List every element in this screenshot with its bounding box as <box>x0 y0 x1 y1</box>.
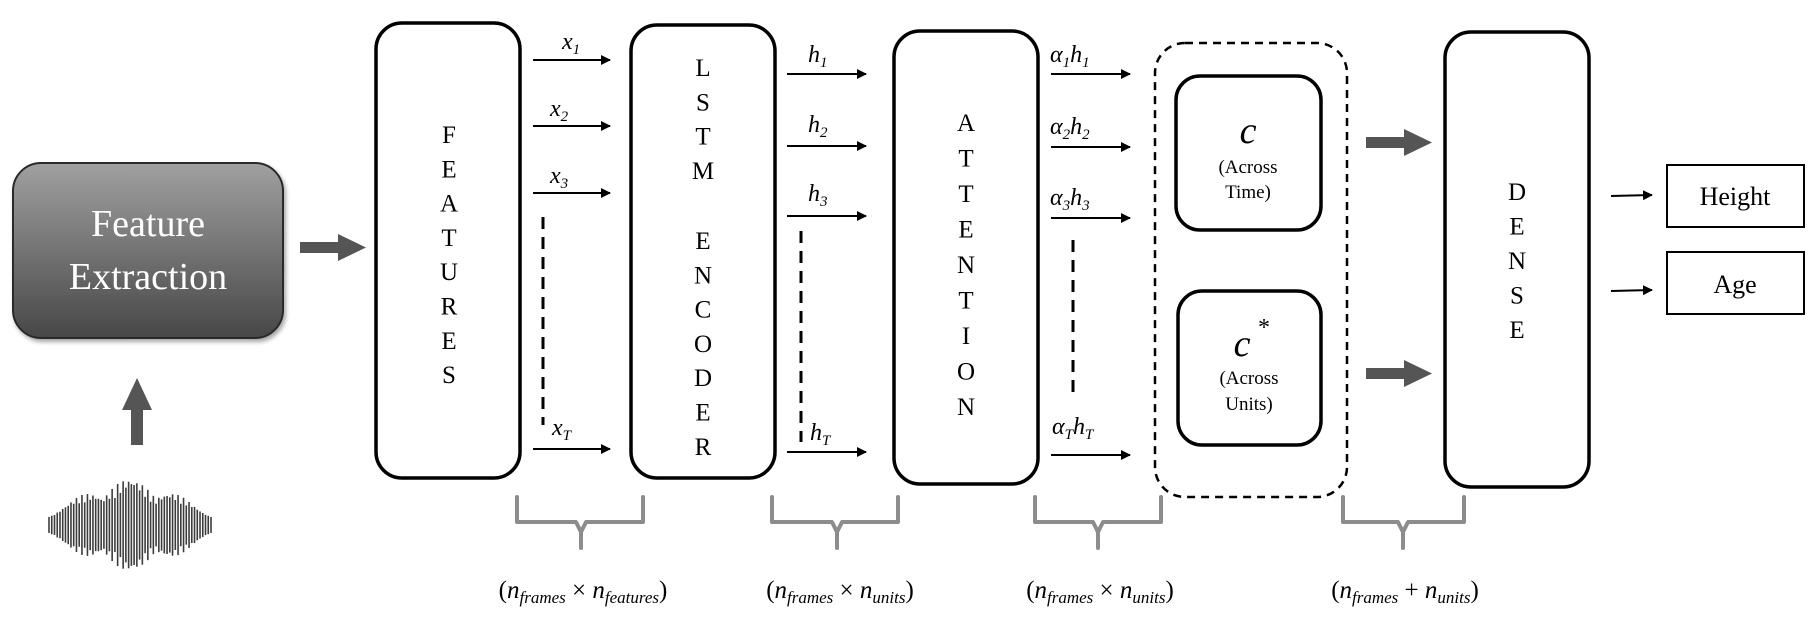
dimension-label-encoder: (nframes × nunits) <box>766 577 914 607</box>
features-letter: U <box>440 259 458 286</box>
feature-extraction-block: Feature Extraction <box>12 162 284 339</box>
output-age-box: Age <box>1666 251 1805 315</box>
dense-letter: S <box>1510 283 1524 310</box>
lstm-letter: T <box>695 124 710 151</box>
input-label-x1: x1 <box>561 29 580 58</box>
encoder-letter: E <box>695 228 710 255</box>
context-units-superscript: * <box>1258 315 1270 341</box>
feature-extraction-label-line1: Feature <box>91 203 205 245</box>
encoder-letter: C <box>695 297 712 324</box>
thick-arrow-cstar-to-dense <box>1366 360 1432 387</box>
context-units-symbol: c <box>1234 323 1251 365</box>
attention-letter: N <box>957 394 975 421</box>
thick-arrow-waveform-up <box>122 378 152 445</box>
encoder-letter: O <box>694 331 712 358</box>
input-label-x2: x2 <box>549 96 569 125</box>
attention-letter: T <box>958 288 973 315</box>
brace-4 <box>1341 495 1466 534</box>
encoder-letter: D <box>694 365 712 392</box>
output-height-label: Height <box>1700 182 1772 211</box>
weighted-label-1: α1h1 <box>1050 42 1090 71</box>
output-height-box: Height <box>1666 164 1805 228</box>
weighted-label-2: α2h2 <box>1050 114 1090 143</box>
dense-letter: D <box>1508 179 1526 206</box>
feature-extraction-label-line2: Extraction <box>69 256 227 298</box>
dense-box <box>1443 30 1591 489</box>
weighted-label-3: α3h3 <box>1050 185 1090 214</box>
output-arrow-age <box>1610 285 1653 296</box>
output-age-label: Age <box>1713 270 1756 299</box>
attention-letter: I <box>962 323 970 350</box>
features-letter: E <box>441 156 456 183</box>
thick-arrow-c-to-dense <box>1366 129 1432 156</box>
weighted-label-T: αThT <box>1052 414 1095 443</box>
attention-box <box>892 29 1040 486</box>
input-arrows: x1 x2 x3 xT <box>533 29 611 454</box>
context-vectors-container <box>1153 41 1349 499</box>
weighted-state-arrows: α1h1 α2h2 α3h3 αThT <box>1050 42 1131 460</box>
dimension-labels: (nframes × nfeatures) (nframes × nunits)… <box>499 577 1479 607</box>
context-across-time-box: c (Across Time) <box>1174 74 1323 232</box>
hidden-label-h2: h2 <box>808 112 828 141</box>
dimension-label-features: (nframes × nfeatures) <box>499 577 668 607</box>
hidden-label-h3: h3 <box>808 181 828 210</box>
attention-letter: E <box>958 217 973 244</box>
features-letter: A <box>440 191 458 218</box>
lstm-letter: S <box>696 89 710 116</box>
lstm-letter: M <box>692 158 714 185</box>
dense-letter: E <box>1509 317 1524 344</box>
output-arrow-height <box>1610 190 1653 201</box>
features-letter: T <box>441 225 456 252</box>
attention-letter: A <box>957 110 975 137</box>
dense-letter: E <box>1509 214 1524 241</box>
features-letter: S <box>442 362 456 389</box>
hidden-state-arrows: h1 h2 h3 hT <box>787 42 867 457</box>
context-time-label-line2: Time) <box>1225 182 1271 203</box>
encoder-letter: E <box>695 400 710 427</box>
dimension-braces <box>515 495 1466 550</box>
context-units-label-line1: (Across <box>1219 368 1278 389</box>
input-label-xT: xT <box>551 415 573 444</box>
dimension-label-attention: (nframes × nunits) <box>1026 577 1174 607</box>
lstm-letter: L <box>695 55 710 82</box>
encoder-letter: N <box>694 262 712 289</box>
features-letter: E <box>441 328 456 355</box>
attention-letter: T <box>958 181 973 208</box>
dense-letter: N <box>1508 248 1526 275</box>
hidden-label-h1: h1 <box>808 42 828 71</box>
input-label-x3: x3 <box>549 163 568 192</box>
context-time-label-line1: (Across <box>1218 157 1277 178</box>
context-time-symbol: c <box>1240 110 1257 152</box>
features-letter: R <box>441 294 458 321</box>
context-across-units-box: c * (Across Units) <box>1176 289 1323 447</box>
encoder-letter: R <box>695 434 712 461</box>
brace-1 <box>515 495 645 534</box>
brace-2 <box>770 495 900 534</box>
attention-letter: T <box>958 146 973 173</box>
context-units-label-line2: Units) <box>1225 394 1273 415</box>
features-letter: F <box>442 122 456 149</box>
features-box <box>374 21 522 480</box>
attention-letter: O <box>957 359 975 386</box>
dimension-label-context: (nframes + nunits) <box>1331 577 1479 607</box>
audio-waveform-icon <box>48 481 212 569</box>
attention-letter: N <box>957 252 975 279</box>
lstm-encoder-box <box>629 23 777 480</box>
brace-3 <box>1033 495 1163 534</box>
hidden-label-hT: hT <box>810 420 832 449</box>
thick-arrow-fe-to-features <box>300 234 366 261</box>
